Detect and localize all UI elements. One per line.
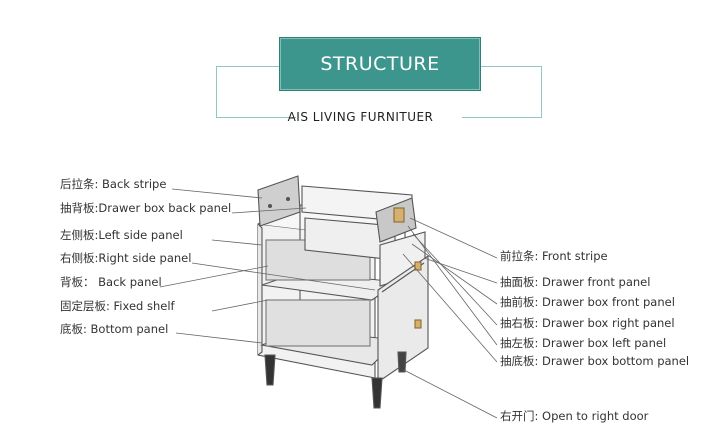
leader-drawer-back-panel bbox=[231, 207, 307, 214]
label-fixed-shelf: 固定层板: Fixed shelf bbox=[60, 299, 175, 313]
leg-back-right bbox=[397, 351, 407, 373]
page-subtitle: AIS LIVING FURNITUER bbox=[287, 110, 434, 124]
leg-front-right bbox=[371, 377, 383, 409]
label-drawer-box-right-panel: 抽右板: Drawer box right panel bbox=[500, 316, 675, 330]
label-drawer-box-front-panel: 抽前板: Drawer box front panel bbox=[500, 295, 675, 309]
frame-line-bottom-right bbox=[462, 117, 542, 118]
leader-back-panel bbox=[159, 265, 269, 288]
frame-line-top-right bbox=[479, 66, 542, 67]
leader-left-side-panel bbox=[211, 239, 263, 246]
label-right-door: 右开门: Open to right door bbox=[500, 409, 649, 423]
leader-drawer-box-left-panel bbox=[407, 225, 498, 346]
label-back-stripe: 后拉条: Back stripe bbox=[60, 177, 167, 191]
leader-drawer-box-right-panel bbox=[412, 233, 498, 326]
back-stripe-shape bbox=[257, 175, 301, 227]
cabinet-illustration bbox=[257, 175, 429, 409]
label-bottom-panel: 底板: Bottom panel bbox=[60, 322, 169, 336]
label-left-side-panel: 左侧板:Left side panel bbox=[60, 228, 183, 242]
leader-right-side-panel bbox=[191, 262, 376, 291]
left-side-panel-shape bbox=[257, 223, 263, 356]
leader-right-door bbox=[403, 369, 498, 419]
leader-drawer-box-bottom-panel bbox=[402, 253, 498, 363]
leg-front-left bbox=[264, 354, 276, 386]
label-front-stripe: 前拉条: Front stripe bbox=[500, 249, 608, 263]
frame-line-top-left bbox=[216, 66, 279, 67]
label-back-panel: 背板： Back panel bbox=[60, 275, 162, 289]
leader-fixed-shelf bbox=[211, 299, 269, 312]
leader-drawer-box-front-panel bbox=[411, 243, 498, 305]
frame-line-right bbox=[541, 66, 542, 118]
label-drawer-box-left-panel: 抽左板: Drawer box left panel bbox=[500, 336, 667, 350]
leader-drawer-front-panel bbox=[423, 257, 498, 284]
leader-back-stripe bbox=[171, 188, 263, 199]
label-drawer-back-panel: 抽背板:Drawer box back panel bbox=[60, 201, 232, 215]
leader-bottom-panel bbox=[175, 332, 263, 344]
frame-line-bottom-left bbox=[216, 117, 296, 118]
page-title: STRUCTURE bbox=[320, 53, 440, 75]
leader-lines bbox=[159, 188, 498, 419]
label-drawer-box-bottom-panel: 抽底板: Drawer box bottom panel bbox=[500, 354, 690, 368]
leader-front-stripe bbox=[409, 217, 498, 259]
label-right-side-panel: 右侧板:Right side panel bbox=[60, 251, 192, 265]
frame-line-left bbox=[216, 66, 217, 118]
right-door-shape bbox=[377, 254, 429, 384]
title-box: STRUCTURE bbox=[279, 37, 481, 91]
label-drawer-front-panel: 抽面板: Drawer front panel bbox=[500, 275, 651, 289]
